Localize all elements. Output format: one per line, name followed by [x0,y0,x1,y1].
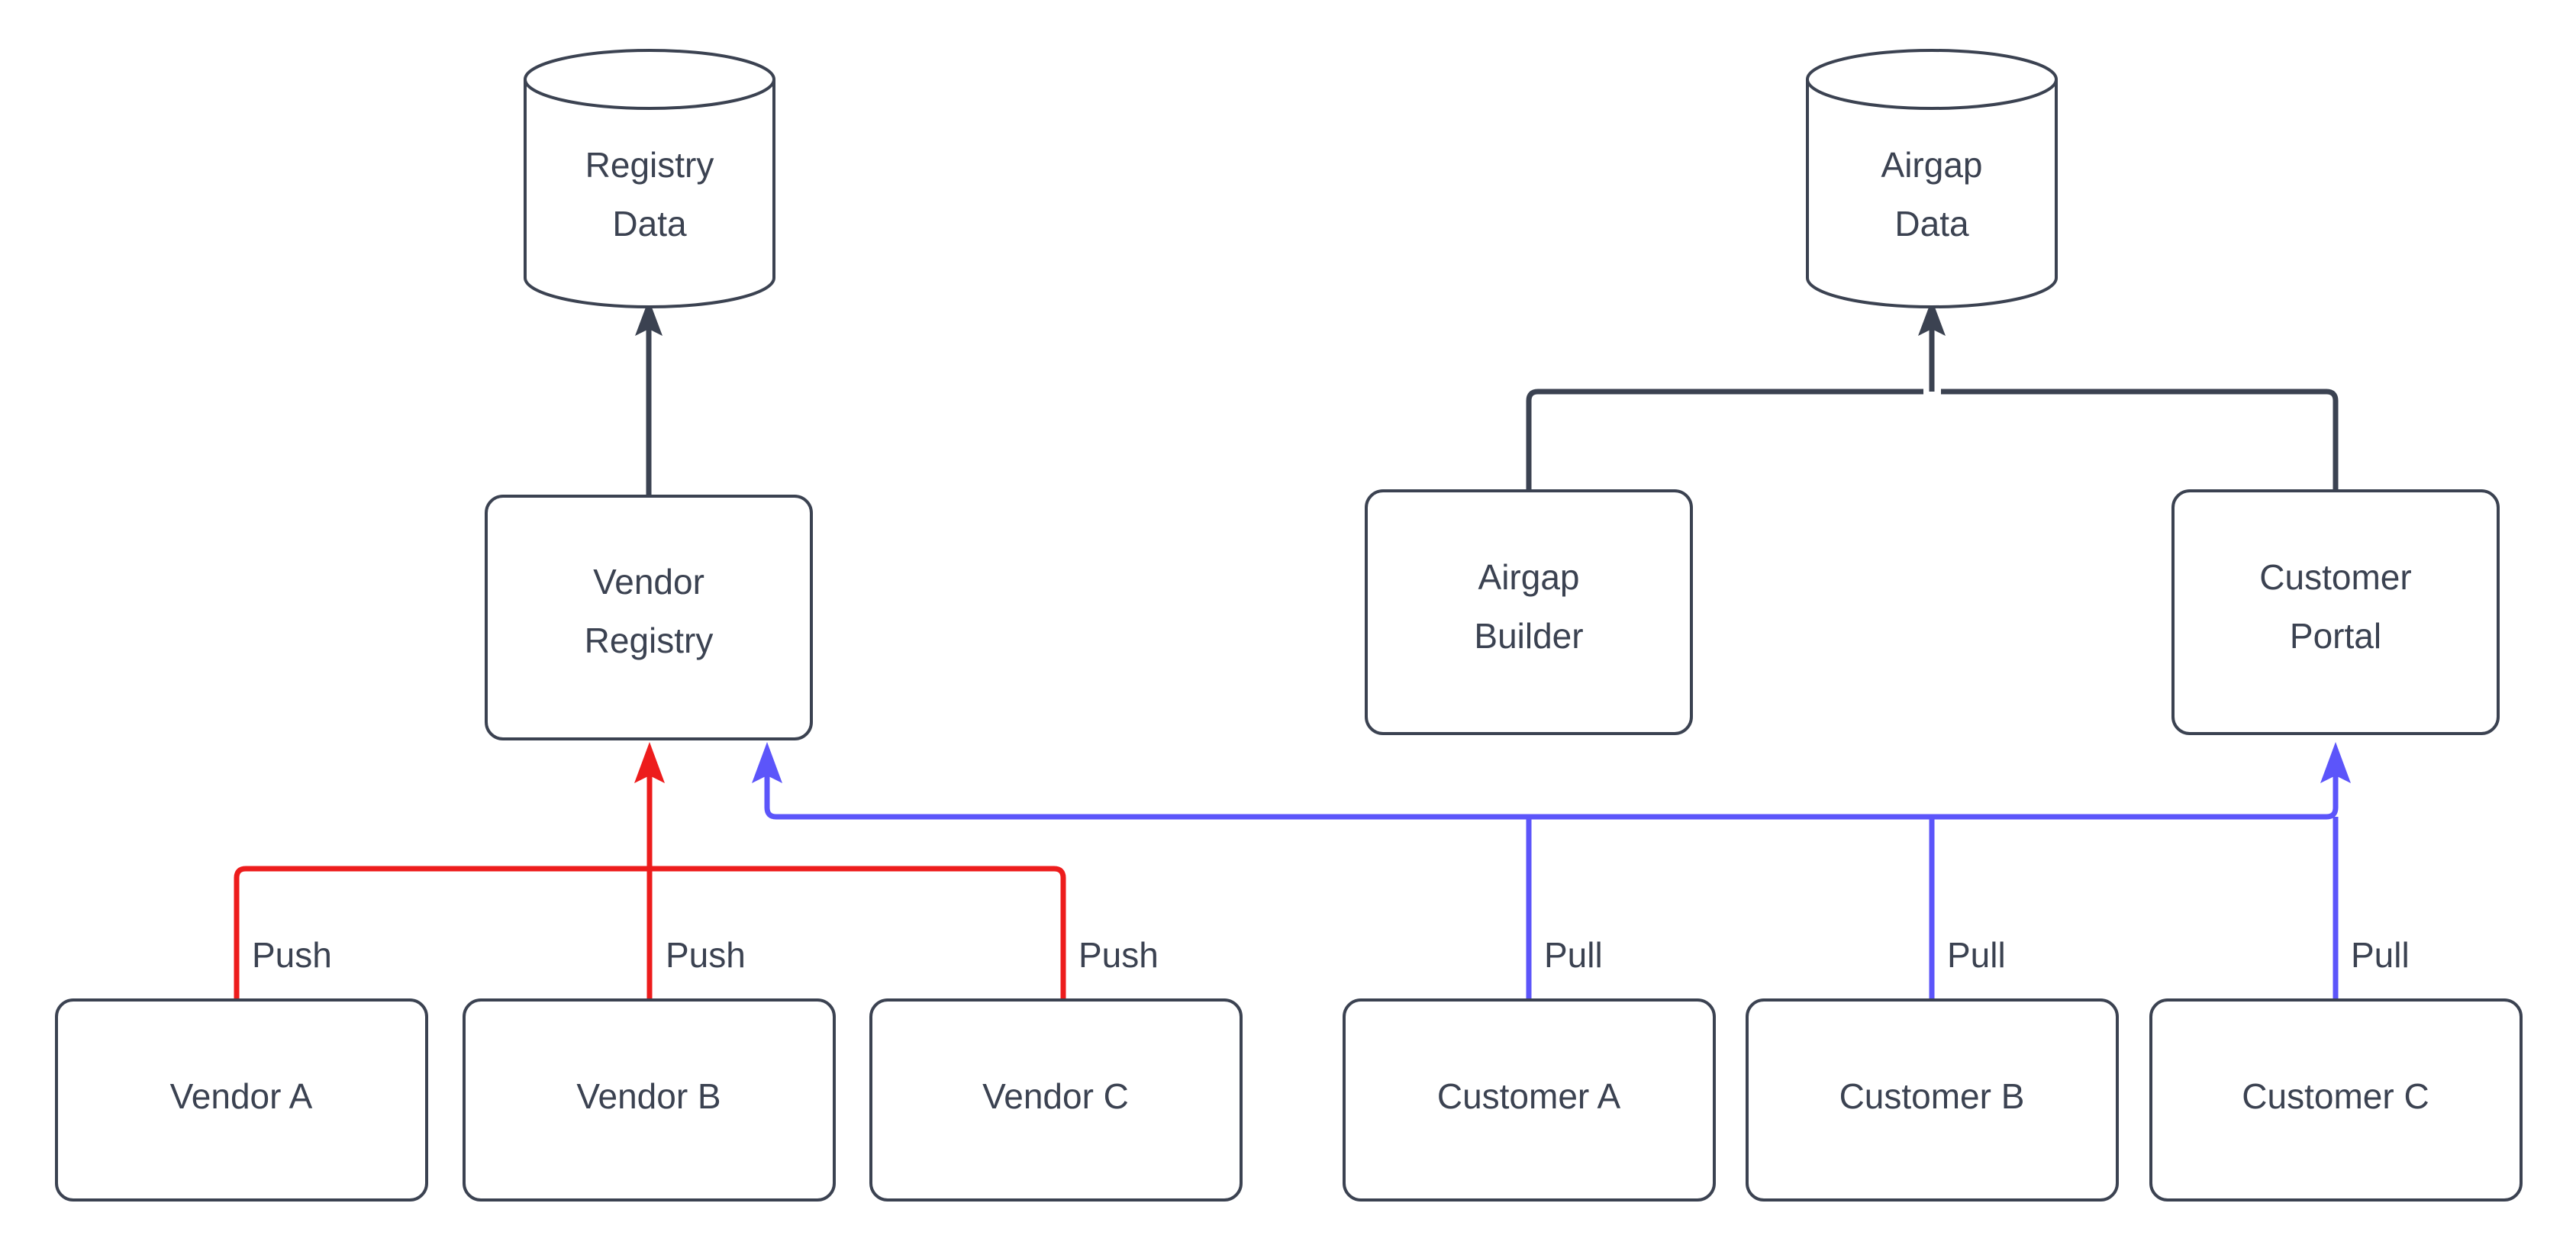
cylinder-body [524,79,775,308]
edge-label-pull-c: Pull [2351,935,2410,975]
edge-label-pull-a: Pull [1544,935,1603,975]
cylinder-top [524,49,775,110]
node-box [1365,489,1693,735]
edge-label-push-b: Push [666,935,746,975]
edge-line [1941,389,2339,491]
node-box [463,998,836,1202]
node-label-line2: Registry [585,621,714,660]
cylinder-top [1806,49,2058,110]
node-box [485,495,813,740]
node-label-line2: Portal [2290,616,2381,656]
node-box [55,998,428,1202]
edge-label-pull-b: Pull [1947,935,2006,975]
arrowhead-customer-portal [2320,742,2351,783]
node-airgap-data[interactable]: Airgap Data [1806,49,2058,308]
node-label-line1: Airgap [1881,145,1983,185]
cylinder-body [1806,79,2058,308]
node-vendor-b[interactable]: Vendor B [463,998,836,1202]
node-label: Customer C [2242,1076,2429,1116]
arrowhead-vendor-registry [752,742,782,783]
node-label: Customer B [1839,1076,2025,1116]
node-label-line2: Data [1894,204,1969,244]
node-vendor-a[interactable]: Vendor A [55,998,428,1202]
edge-airgap-bus-riser [1918,299,1946,392]
edge-label-push-a: Push [252,935,332,975]
node-label-line1: Registry [585,145,714,185]
node-registry-data[interactable]: Registry Data [524,49,775,308]
node-vendor-c[interactable]: Vendor C [869,998,1243,1202]
node-label-line1: Customer [2259,557,2411,597]
arrowhead [635,299,663,336]
node-label: Vendor C [982,1076,1129,1116]
edge-airgap-builder-to-airgap-data [1526,389,1923,491]
edge-label-push-c: Push [1078,935,1159,975]
edge-customer-portal-to-airgap-data [1941,389,2339,491]
node-vendor-registry[interactable]: Vendor Registry [485,495,813,740]
node-box [2149,998,2523,1202]
edge-line [1526,389,1923,491]
node-label: Vendor B [576,1076,721,1116]
edge-vendor-registry-to-registry-data [635,299,663,496]
node-airgap-builder[interactable]: Airgap Builder [1365,489,1693,735]
node-customer-portal[interactable]: Customer Portal [2171,489,2500,735]
node-customer-a[interactable]: Customer A [1343,998,1716,1202]
arrowhead [1918,299,1946,336]
node-box [1343,998,1716,1202]
node-customer-b[interactable]: Customer B [1746,998,2119,1202]
node-box [2171,489,2500,735]
arrowhead [634,742,665,783]
node-label-line1: Vendor [593,562,704,602]
edge-pull-bus [752,742,2351,1000]
edge-pull-bus-line [764,763,2339,820]
node-box [869,998,1243,1202]
node-label-line2: Data [612,204,687,244]
node-label-line1: Airgap [1478,557,1580,597]
node-box [1746,998,2119,1202]
node-label-line2: Builder [1474,616,1583,656]
node-label: Vendor A [170,1076,313,1116]
edge-push-bus [234,742,1066,1000]
node-label: Customer A [1437,1076,1621,1116]
node-customer-c[interactable]: Customer C [2149,998,2523,1202]
